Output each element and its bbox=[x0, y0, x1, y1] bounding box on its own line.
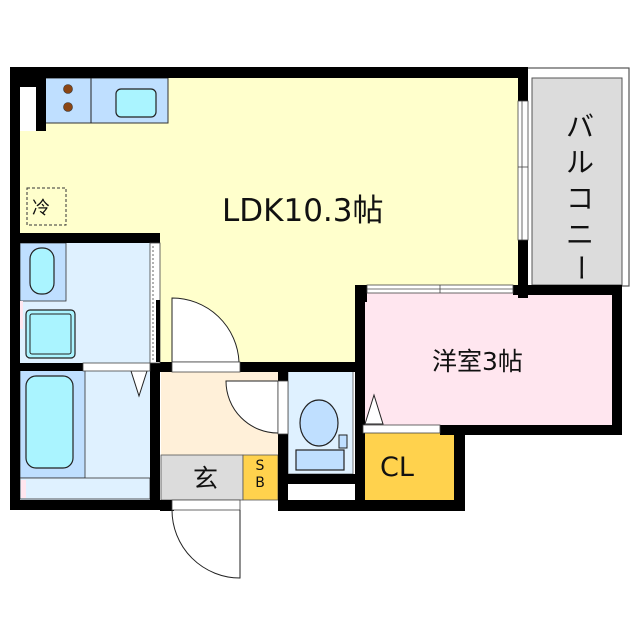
shoe-box-label-b: B bbox=[255, 475, 265, 491]
entrance bbox=[160, 454, 244, 501]
kitchen-counter bbox=[44, 77, 169, 124]
balcony bbox=[526, 67, 630, 287]
ldk-label: LDK10.3帖 bbox=[222, 193, 384, 229]
western-sliding-door[interactable] bbox=[366, 284, 514, 294]
western-room-label: 洋室3帖 bbox=[432, 347, 523, 376]
shoe-box-label: S B bbox=[249, 458, 271, 492]
washroom-sliding-door[interactable] bbox=[149, 242, 161, 364]
ldk-door[interactable] bbox=[171, 297, 241, 373]
closet bbox=[363, 433, 454, 500]
stove-burner bbox=[63, 102, 73, 112]
balcony-char: ル bbox=[565, 146, 594, 179]
kitchen-sink bbox=[115, 88, 157, 118]
washroom bbox=[19, 242, 150, 363]
ldk-room bbox=[20, 78, 518, 362]
shoe-box bbox=[242, 454, 279, 501]
closet-door[interactable] bbox=[362, 393, 441, 434]
bathroom-door[interactable] bbox=[82, 362, 151, 372]
shoe-box-label-s: S bbox=[255, 458, 265, 474]
wash-basin bbox=[29, 247, 55, 295]
front-door[interactable] bbox=[171, 499, 241, 579]
balcony-char: ニ bbox=[565, 218, 594, 251]
toilet-bowl bbox=[299, 399, 339, 447]
toilet-room bbox=[287, 369, 354, 499]
entrance-label: 玄 bbox=[193, 464, 219, 493]
refrigerator-label: 冷 bbox=[32, 198, 50, 219]
bathtub bbox=[25, 375, 74, 469]
balcony-char: バ bbox=[565, 110, 594, 143]
balcony-label: バ ル コ ニ ー bbox=[560, 110, 600, 288]
ldk-window[interactable] bbox=[517, 100, 529, 241]
walls bbox=[10, 67, 622, 511]
balcony-char: ー bbox=[564, 254, 597, 282]
stove-burner bbox=[63, 84, 73, 94]
toilet-tank bbox=[295, 449, 345, 471]
western-room bbox=[364, 293, 613, 425]
closet-label: CL bbox=[380, 452, 414, 483]
bathroom bbox=[19, 369, 151, 500]
toilet-door[interactable] bbox=[225, 380, 289, 435]
balcony-char: コ bbox=[565, 182, 594, 215]
refrigerator-space bbox=[26, 187, 67, 226]
